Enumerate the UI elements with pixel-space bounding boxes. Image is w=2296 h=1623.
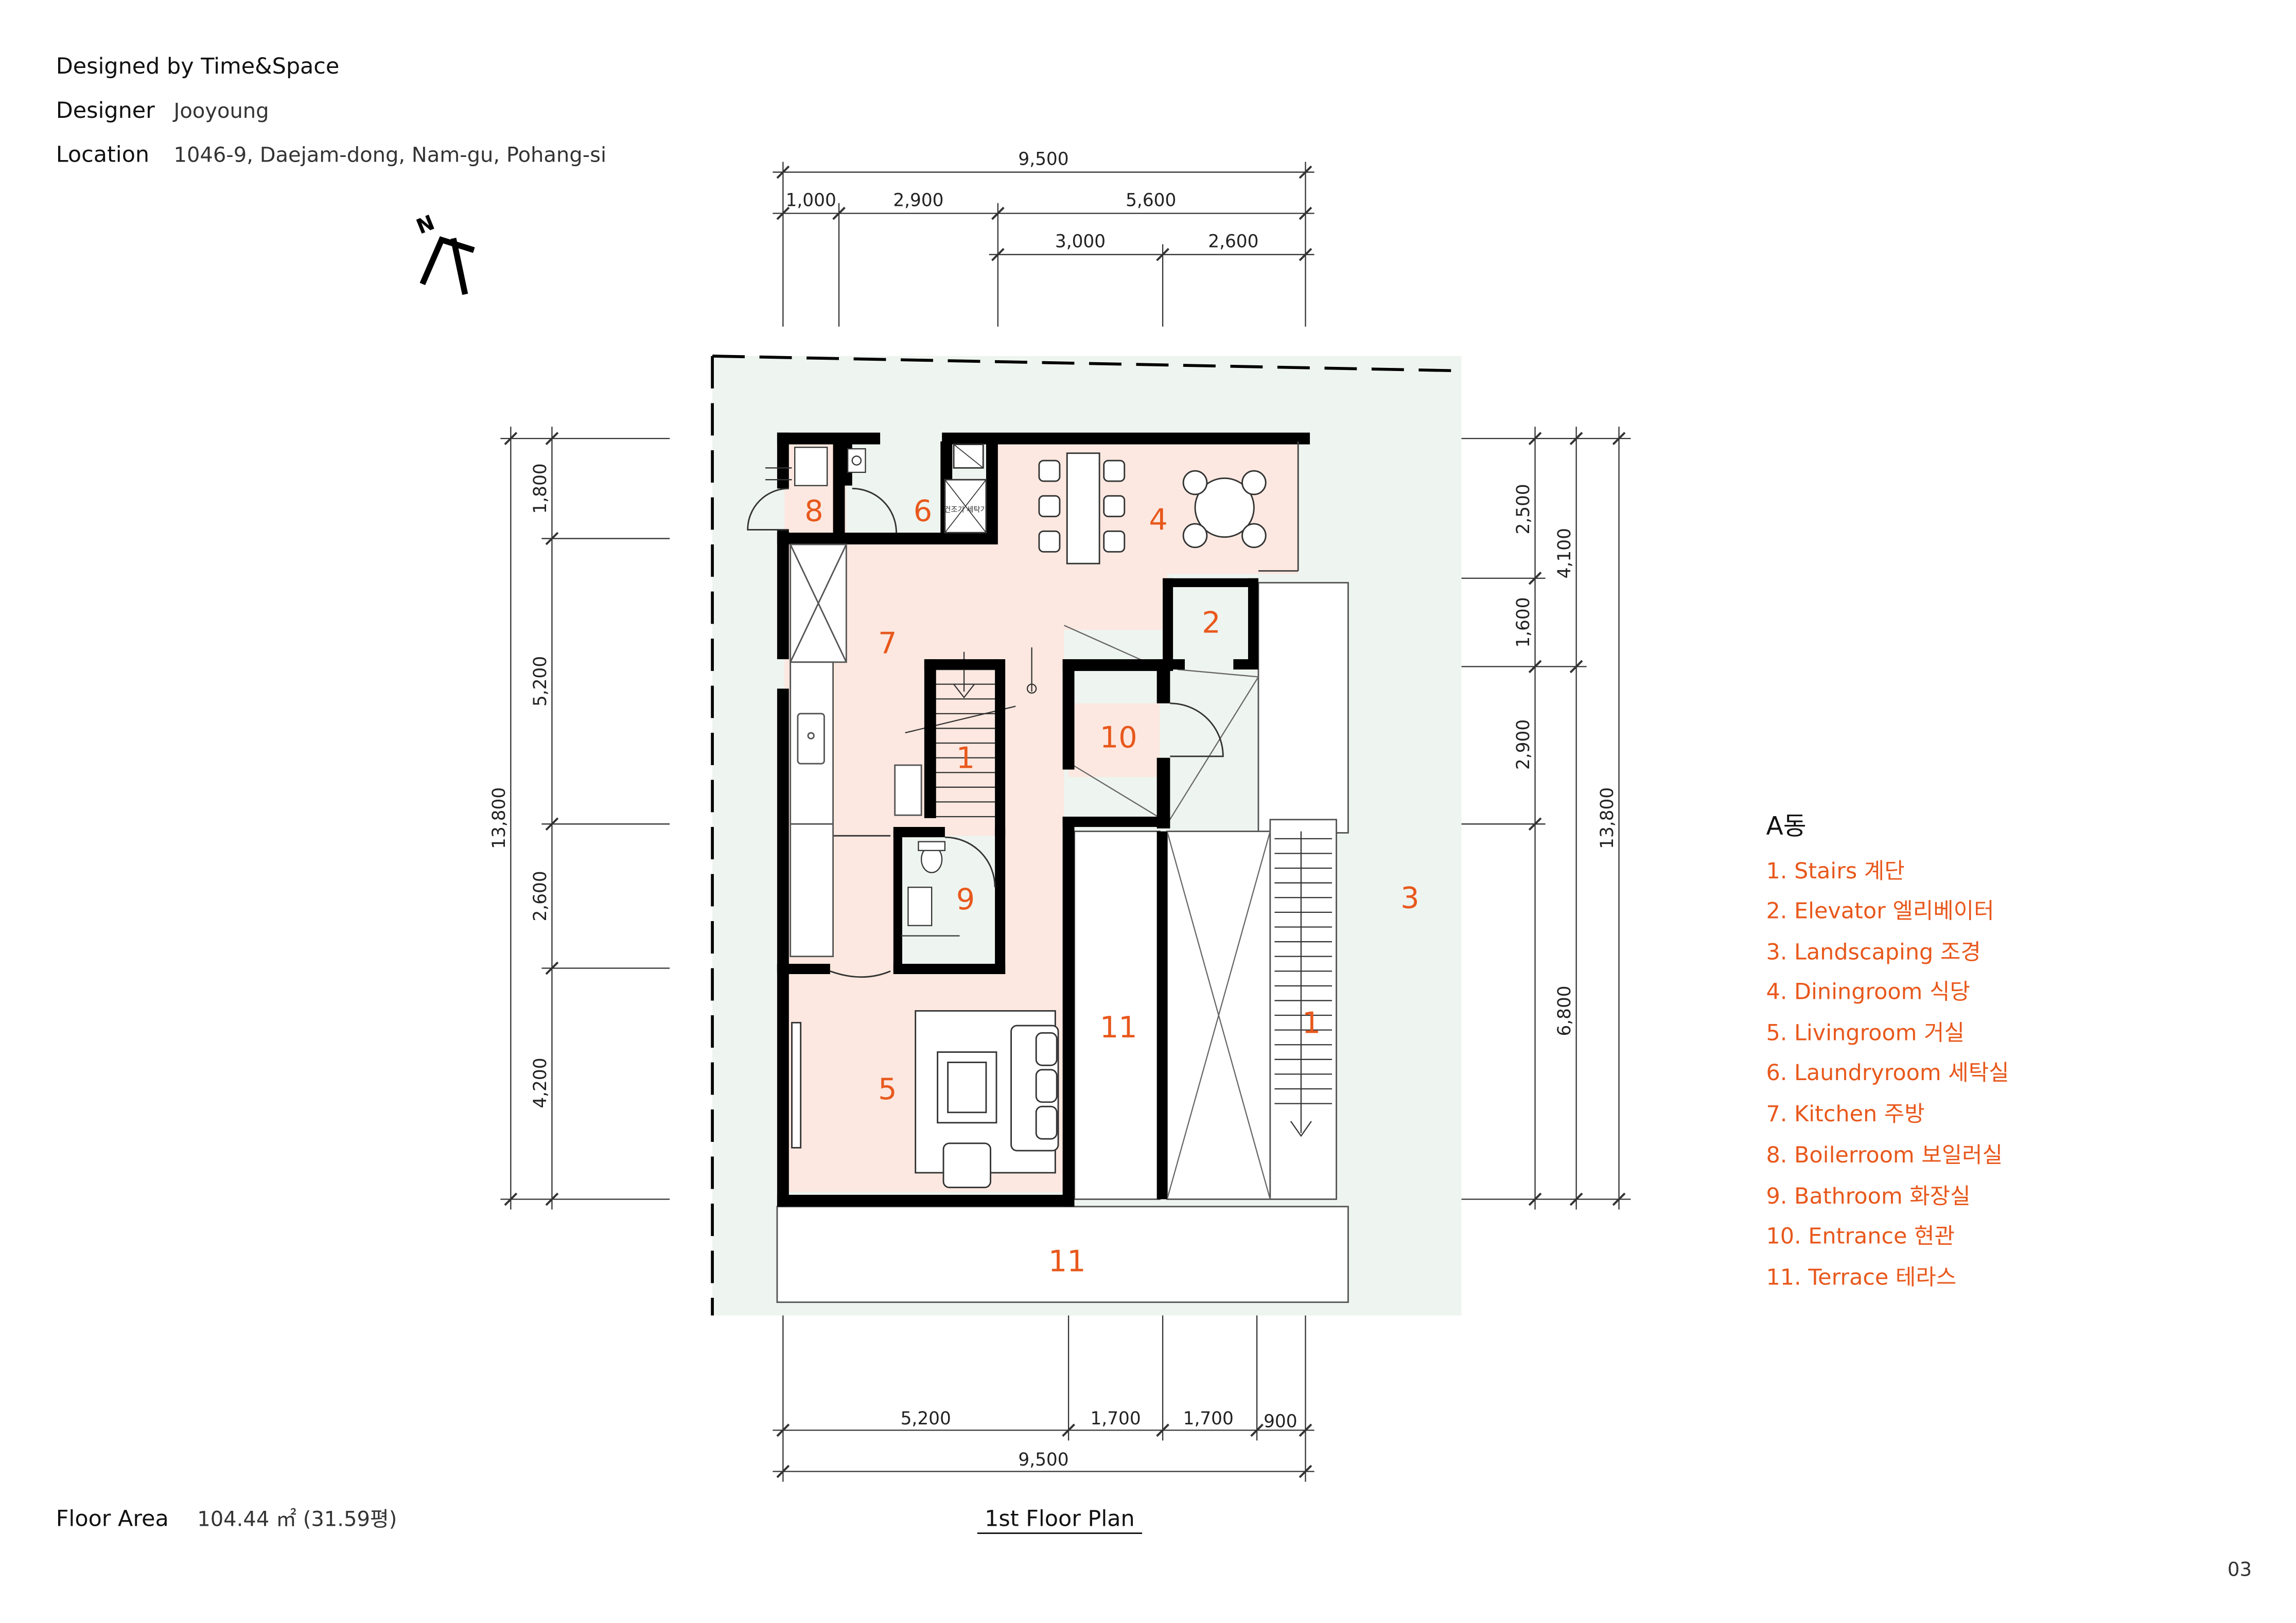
legend-item: 7. Kitchen 주방 (1766, 1101, 1924, 1127)
dim-right-1600: 1,600 (1513, 597, 1534, 647)
room-number-11-bottom: 11 (1048, 1245, 1086, 1279)
dim-right-2900: 2,900 (1513, 719, 1534, 770)
doors (747, 487, 1224, 978)
footer: Floor Area 104.44 ㎡ (31.59평) 1st Floor P… (56, 1506, 2252, 1580)
bathroom-fixtures (901, 841, 960, 937)
room-number-5: 5 (878, 1072, 897, 1106)
dim-bottom-1700a: 1,700 (1090, 1408, 1141, 1429)
legend: A동 1. Stairs 계단 2. Elevator 엘리베이터 3. Lan… (1766, 812, 2009, 1290)
dim-bottom-1700b: 1,700 (1183, 1408, 1234, 1429)
room-number-10: 10 (1100, 721, 1137, 755)
dim-top-2600: 2,600 (1208, 231, 1258, 252)
location-value: 1046-9, Daejam-dong, Nam-gu, Pohang-si (174, 144, 607, 167)
dim-top-1000: 1,000 (786, 190, 836, 210)
dim-left-2600: 2,600 (530, 871, 551, 921)
header: Designed by Time&Space Designer Jooyoung… (56, 54, 606, 168)
room-number-7: 7 (878, 627, 897, 661)
dim-right-6800: 6,800 (1554, 985, 1575, 1036)
legend-item: 4. Diningroom 식당 (1766, 979, 1970, 1005)
location-label: Location (56, 142, 149, 168)
living-furniture (791, 1010, 1059, 1189)
designer-label: Designer (56, 98, 155, 124)
dim-top-2900: 2,900 (893, 190, 943, 210)
dim-top-3000: 3,000 (1055, 231, 1106, 252)
room-number-11-mid: 11 (1100, 1011, 1137, 1045)
legend-item: 9. Bathroom 화장실 (1766, 1184, 1970, 1209)
legend-item: 1. Stairs 계단 (1766, 858, 1904, 884)
dim-left-5200: 5,200 (530, 656, 551, 707)
legend-item: 8. Boilerroom 보일러실 (1766, 1142, 2003, 1168)
dimension-ticks (504, 165, 1626, 1478)
floor-area-value: 104.44 ㎡ (31.59평) (197, 1507, 397, 1531)
plan-title: 1st Floor Plan (985, 1506, 1135, 1531)
dimension-labels: 9,500 1,000 2,900 5,600 3,000 2,600 13,8… (489, 149, 1618, 1470)
dim-left-total: 13,800 (489, 787, 510, 849)
dim-bottom-900: 900 (1264, 1412, 1297, 1432)
dim-top-5600: 5,600 (1126, 190, 1176, 210)
designed-by: Designed by Time&Space (56, 54, 340, 79)
dim-right-2500: 2,500 (1513, 484, 1534, 534)
room-number-6: 6 (914, 494, 932, 528)
legend-item: 2. Elevator 엘리베이터 (1766, 898, 1994, 924)
legend-item: 6. Laundryroom 세탁실 (1766, 1060, 2009, 1086)
legend-item: 10. Entrance 현관 (1766, 1223, 1954, 1249)
room-number-1-stairs: 1 (956, 742, 975, 775)
dim-left-1800: 1,800 (530, 463, 551, 514)
washer-dryer: 건조기 세탁기 (944, 444, 987, 534)
legend-items: 1. Stairs 계단 2. Elevator 엘리베이터 3. Landsc… (1766, 858, 2009, 1290)
walls (777, 432, 1310, 1207)
dining-furniture (1038, 452, 1267, 564)
designer-value: Jooyoung (172, 99, 269, 123)
legend-item: 3. Landscaping 조경 (1766, 939, 1980, 965)
property-line (711, 355, 1462, 1316)
dim-left-4200: 4,200 (530, 1057, 551, 1108)
dim-bottom-total: 9,500 (1018, 1450, 1068, 1470)
exterior-stairs (1274, 831, 1332, 1137)
north-label: N (413, 210, 438, 239)
room-number-4: 4 (1149, 503, 1167, 537)
room-number-2: 2 (1202, 606, 1220, 640)
room-numbers: 8 6 4 2 7 10 1 9 3 11 1 5 11 (804, 494, 1419, 1278)
dimension-lines (500, 162, 1631, 1482)
dim-right-4100: 4,100 (1554, 528, 1575, 578)
page-number: 03 (2228, 1558, 2252, 1580)
dim-right-total: 13,800 (1597, 787, 1618, 849)
room-number-8: 8 (804, 494, 823, 528)
room-number-3: 3 (1400, 881, 1419, 915)
legend-item: 5. Livingroom 거실 (1766, 1020, 1964, 1046)
dim-top-total: 9,500 (1018, 149, 1068, 169)
floor-area-label: Floor Area (56, 1506, 169, 1531)
legend-item: 11. Terrace 테라스 (1766, 1264, 1956, 1290)
north-arrow-icon: N (413, 210, 475, 295)
room-number-1-ext: 1 (1302, 1006, 1321, 1040)
washer-label: 건조기 세탁기 (944, 505, 987, 514)
boiler-fixtures (765, 447, 866, 486)
dim-bottom-5200: 5,200 (901, 1408, 951, 1429)
room-number-9: 9 (956, 883, 975, 916)
kitchen-counter (790, 543, 922, 958)
legend-title: A동 (1766, 812, 1806, 840)
